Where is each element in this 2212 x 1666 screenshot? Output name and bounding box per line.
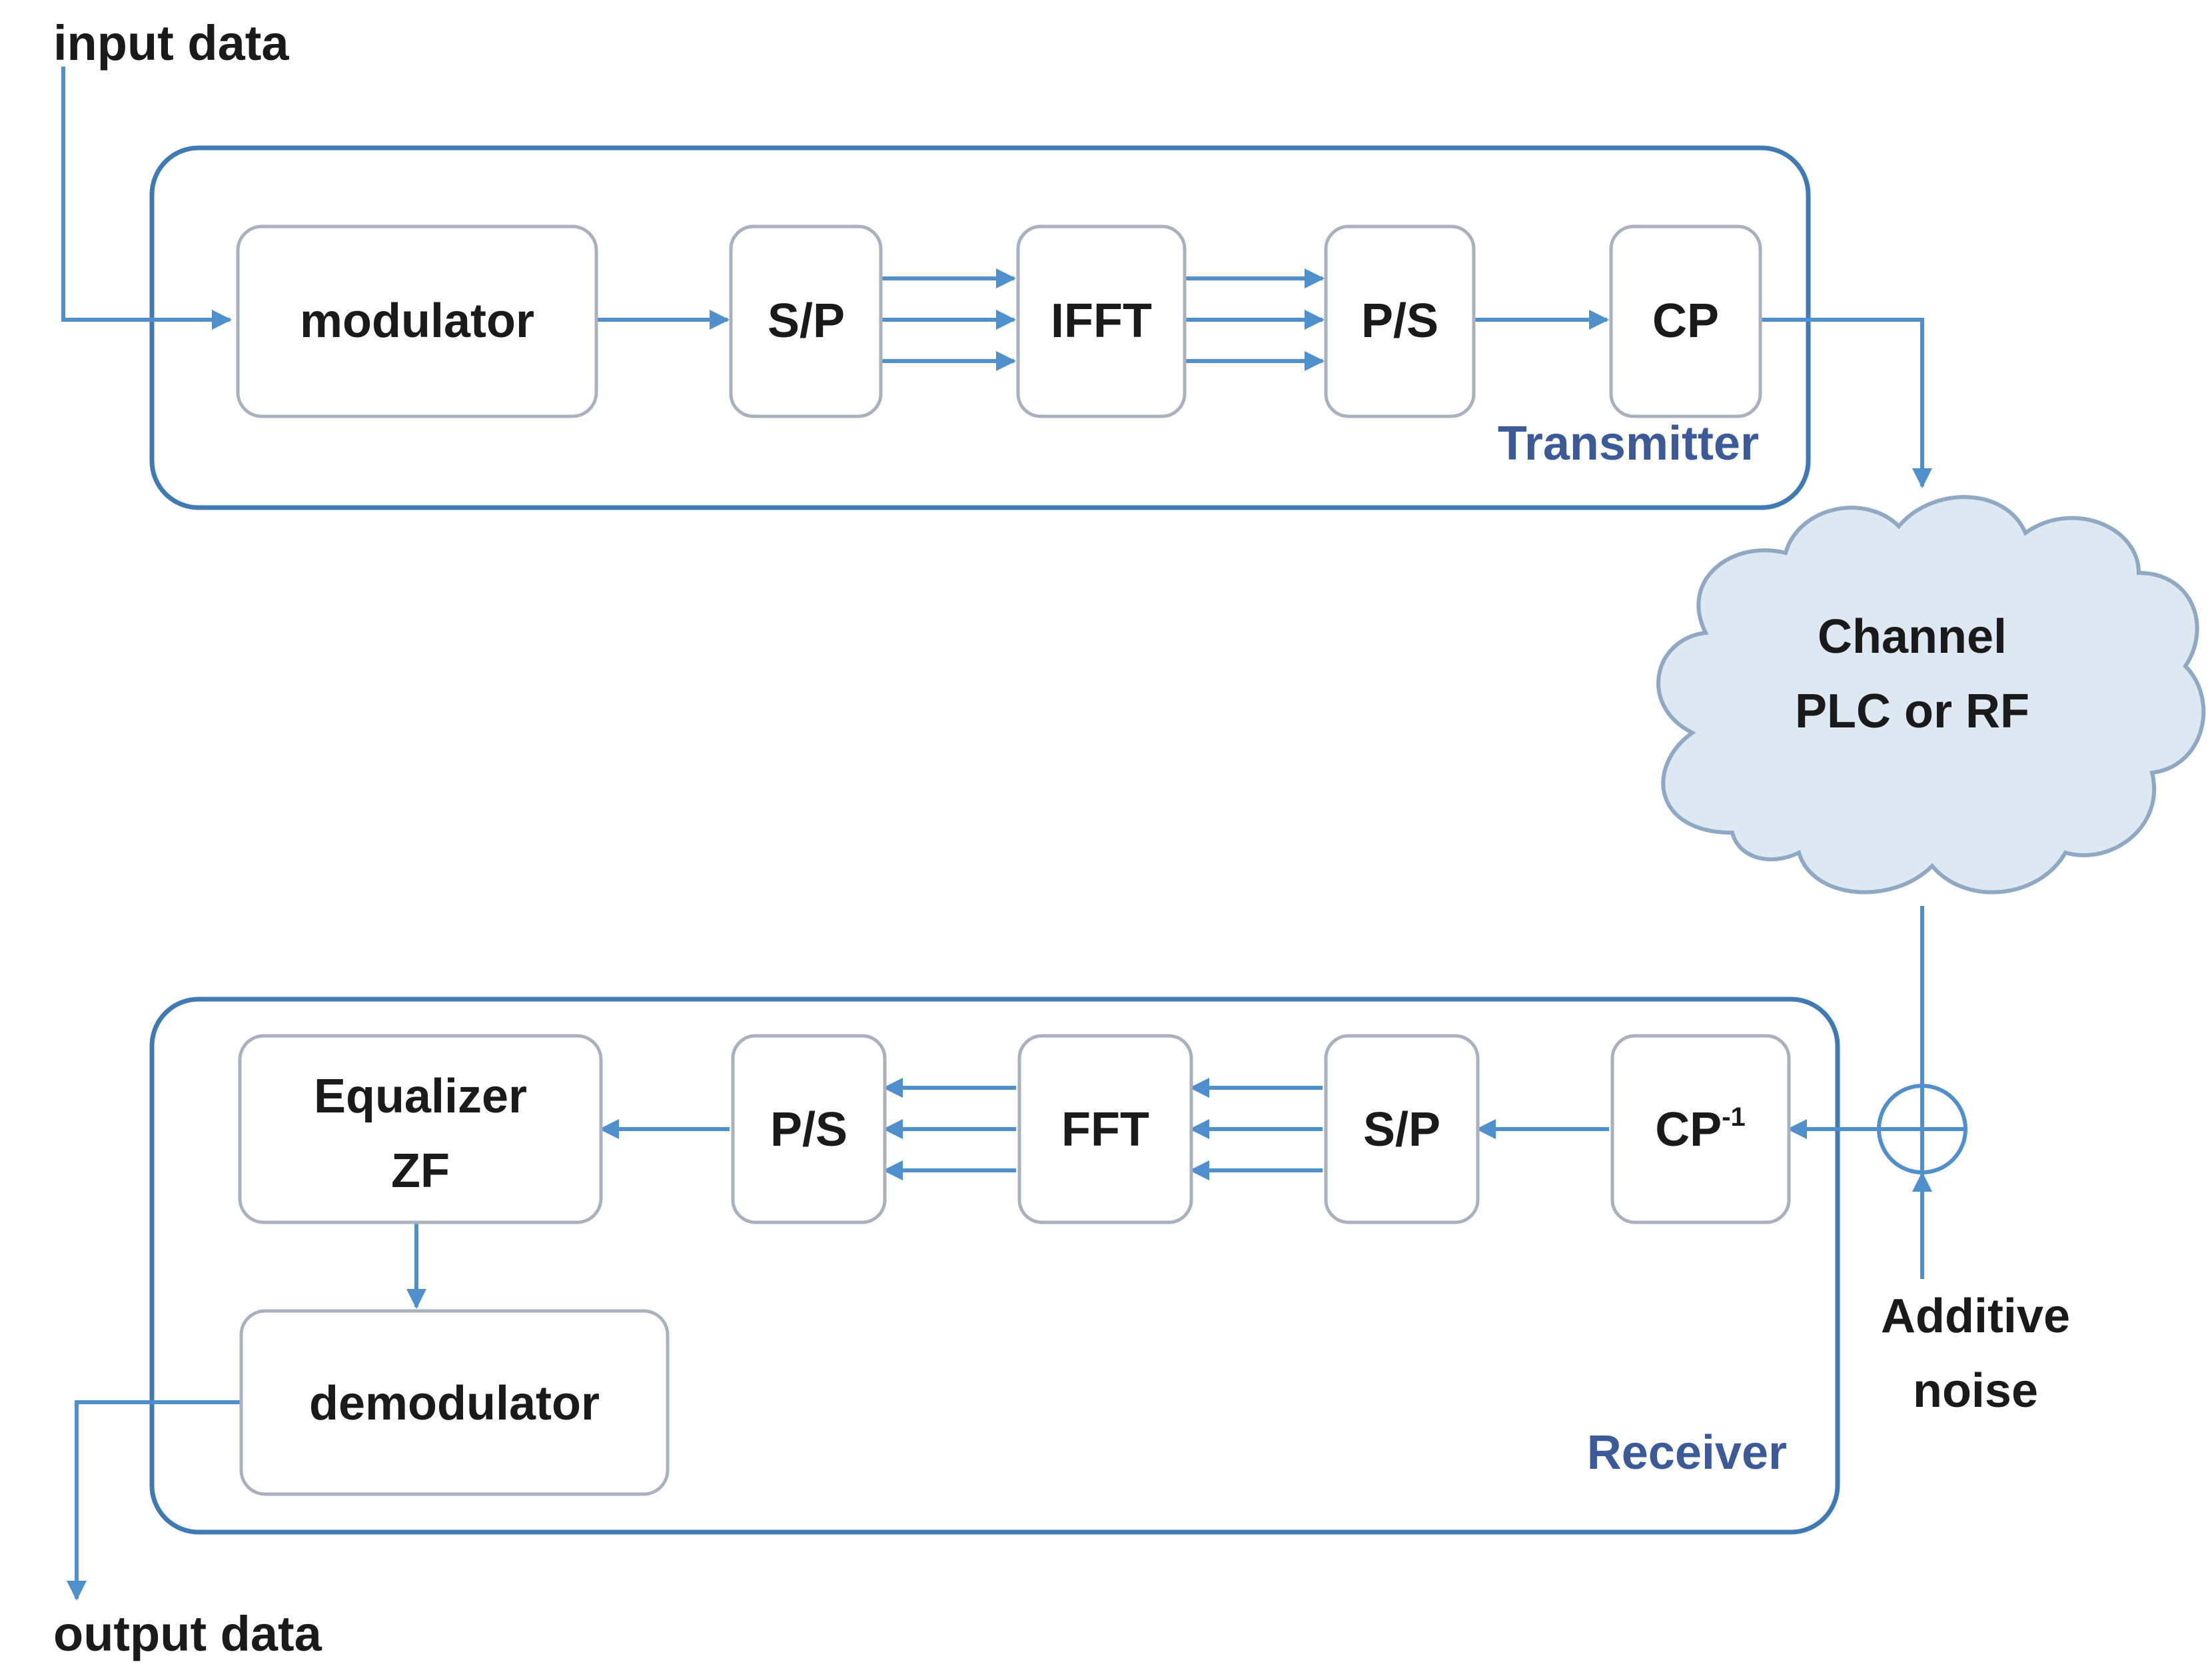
cp-inverse-label: CP-1 bbox=[1655, 1102, 1746, 1156]
cp-label: CP bbox=[1652, 294, 1719, 348]
rx-sp-label: S/P bbox=[1363, 1103, 1440, 1156]
tx-sp-label: S/P bbox=[768, 294, 845, 348]
channel-cloud bbox=[1656, 495, 2206, 895]
modulator-block: modulator bbox=[236, 224, 598, 418]
channel-type-label: PLC or RF bbox=[1795, 685, 2029, 738]
input-data-label: input data bbox=[53, 15, 289, 71]
tx-ps-block: P/S bbox=[1324, 224, 1476, 418]
modulator-label: modulator bbox=[300, 294, 534, 348]
equalizer-label: Equalizer bbox=[314, 1070, 527, 1123]
transmitter-title: Transmitter bbox=[1498, 417, 1759, 470]
receiver-section bbox=[149, 997, 1840, 1535]
tx-sp-block: S/P bbox=[729, 224, 883, 418]
ifft-label: IFFT bbox=[1051, 294, 1152, 348]
tx-ps-label: P/S bbox=[1361, 294, 1438, 348]
transmitter-section bbox=[149, 145, 1811, 510]
equalizer-zf-label: ZF bbox=[391, 1144, 450, 1198]
rx-ps-label: P/S bbox=[770, 1103, 847, 1156]
adder-symbol bbox=[1877, 1084, 1967, 1174]
demodulator-label: demodulator bbox=[309, 1377, 600, 1430]
receiver-title: Receiver bbox=[1587, 1426, 1787, 1479]
cp-block: CP bbox=[1609, 224, 1762, 418]
demodulator-block: demodulator bbox=[239, 1309, 670, 1496]
noise-label: Additive bbox=[1881, 1290, 2070, 1343]
cp-inverse-block: CP-1 bbox=[1610, 1034, 1791, 1224]
noise-label-line2: noise bbox=[1913, 1364, 2038, 1418]
fft-block: FFT bbox=[1017, 1034, 1193, 1224]
rx-sp-block: S/P bbox=[1324, 1034, 1480, 1224]
fft-label: FFT bbox=[1061, 1103, 1149, 1156]
equalizer-block: Equalizer ZF bbox=[238, 1034, 603, 1224]
rx-ps-block: P/S bbox=[731, 1034, 887, 1224]
ifft-block: IFFT bbox=[1016, 224, 1187, 418]
wires bbox=[61, 67, 1932, 1601]
channel-label: Channel bbox=[1818, 610, 2007, 663]
output-data-label: output data bbox=[53, 1606, 322, 1661]
